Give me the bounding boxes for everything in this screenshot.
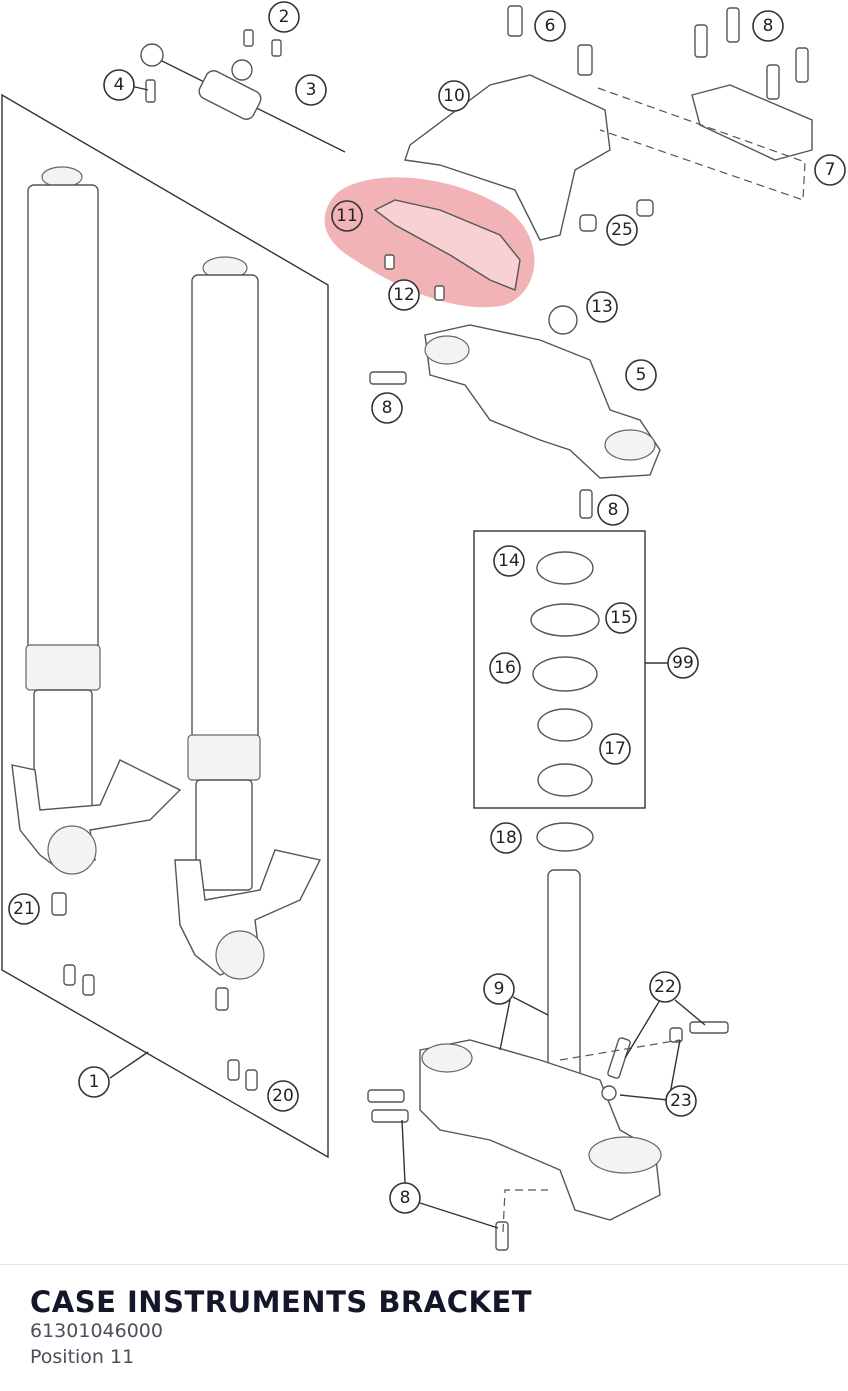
steering-damper [140, 29, 346, 153]
callout-label: 5 [636, 365, 647, 385]
callout-14: 14 [493, 545, 525, 577]
lower-triple-clamp [419, 1039, 661, 1221]
callout-8-bottom: 8 [389, 1182, 421, 1214]
fork-bolts [51, 892, 258, 1091]
callout-6: 6 [534, 10, 566, 42]
callout-label: 1 [89, 1072, 100, 1092]
callout-15: 15 [605, 602, 637, 634]
callout-label: 7 [825, 160, 836, 180]
callout-label: 12 [393, 285, 415, 305]
callout-label: 2 [279, 7, 290, 27]
upper-triple-clamp [404, 74, 611, 241]
triple-clamp-middle [424, 324, 661, 479]
callout-label: 6 [545, 16, 556, 36]
callout-8-middle-right: 8 [597, 494, 629, 526]
callout-label: 17 [604, 739, 626, 759]
callout-22: 22 [649, 971, 681, 1003]
callout-16: 16 [489, 652, 521, 684]
callout-label: 23 [670, 1091, 692, 1111]
fork-assembly-frame [1, 93, 329, 1159]
callout-1: 1 [78, 1066, 110, 1098]
instruments-bracket [373, 199, 521, 291]
bearing-kit-box [473, 530, 646, 809]
callout-label: 3 [306, 80, 317, 100]
callout-label: 8 [382, 398, 393, 418]
part-position: Position 11 [30, 1346, 135, 1368]
callout-label: 25 [611, 220, 633, 240]
fork-leg-right [174, 256, 322, 980]
callout-23: 23 [665, 1085, 697, 1117]
leader-lines [109, 85, 706, 1229]
callout-label: 14 [498, 551, 520, 571]
callout-8-top-right: 8 [752, 10, 784, 42]
callout-label: 4 [114, 75, 125, 95]
callout-8-middle-left: 8 [371, 392, 403, 424]
callout-label: 9 [494, 979, 505, 999]
callout-12: 12 [388, 279, 420, 311]
callout-20: 20 [267, 1080, 299, 1112]
callout-3: 3 [295, 74, 327, 106]
callout-label: 15 [610, 608, 632, 628]
callout-5: 5 [625, 359, 657, 391]
callout-label: 22 [654, 977, 676, 997]
part-details-panel: CASE INSTRUMENTS BRACKET 61301046000 Pos… [0, 1264, 848, 1391]
part-number: 61301046000 [30, 1320, 163, 1342]
callout-4: 4 [103, 69, 135, 101]
callout-label: 99 [672, 653, 694, 673]
callout-label: 13 [591, 297, 613, 317]
exploded-parts-diagram: 2 3 4 6 8 10 7 11 25 12 13 5 [1, 1, 846, 1251]
part-title: CASE INSTRUMENTS BRACKET [30, 1285, 533, 1319]
callout-10: 10 [438, 80, 470, 112]
callout-label: 8 [608, 500, 619, 520]
callout-label: 10 [443, 86, 465, 106]
callout-label: 20 [272, 1086, 294, 1106]
callout-2: 2 [268, 1, 300, 33]
callout-13: 13 [586, 291, 618, 323]
callout-9: 9 [483, 973, 515, 1005]
callout-label: 11 [336, 206, 358, 226]
callout-label: 18 [495, 828, 517, 848]
callout-7: 7 [814, 154, 846, 186]
callout-11: 11 [331, 200, 363, 232]
callout-label: 8 [400, 1188, 411, 1208]
callout-label: 8 [763, 16, 774, 36]
callout-25: 25 [606, 214, 638, 246]
handlebar-clamp [691, 84, 813, 161]
callout-21: 21 [8, 893, 40, 925]
callout-18: 18 [490, 822, 522, 854]
callout-17: 17 [599, 733, 631, 765]
callout-label: 21 [13, 899, 35, 919]
callout-99: 99 [667, 647, 699, 679]
fork-leg-left [11, 166, 182, 875]
callout-label: 16 [494, 658, 516, 678]
